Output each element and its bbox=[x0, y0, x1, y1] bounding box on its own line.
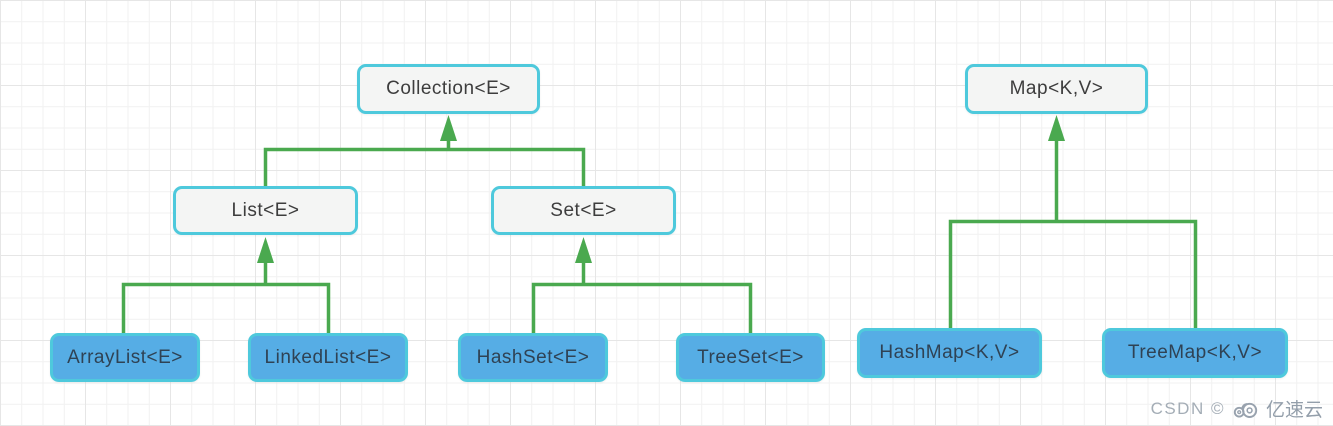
connector-children-to-set bbox=[531, 237, 753, 333]
node-arraylist: ArrayList<E> bbox=[50, 333, 200, 382]
node-treeset: TreeSet<E> bbox=[676, 333, 825, 382]
connector-list-set-to-collection bbox=[263, 115, 586, 186]
node-treemap: TreeMap<K,V> bbox=[1102, 328, 1288, 378]
yisuyun-cloud-logo-icon bbox=[1232, 398, 1259, 420]
connector-children-to-map bbox=[948, 115, 1198, 328]
connector-children-to-list bbox=[121, 237, 331, 333]
node-linkedlist: LinkedList<E> bbox=[248, 333, 408, 382]
node-collection: Collection<E> bbox=[357, 64, 540, 114]
arrowhead-collection bbox=[440, 115, 457, 141]
watermark-brand-text: 亿速云 bbox=[1265, 400, 1323, 421]
node-map: Map<K,V> bbox=[965, 64, 1148, 114]
arrowhead-list bbox=[257, 237, 274, 263]
arrowhead-set bbox=[575, 237, 592, 263]
node-set: Set<E> bbox=[491, 186, 676, 235]
watermark-site-text: CSDN © bbox=[1150, 398, 1225, 418]
arrowhead-map bbox=[1048, 115, 1065, 141]
watermark: CSDN © 亿速云 bbox=[1151, 395, 1323, 422]
node-hashmap: HashMap<K,V> bbox=[857, 328, 1042, 378]
node-hashset: HashSet<E> bbox=[458, 333, 608, 382]
node-list: List<E> bbox=[173, 186, 358, 235]
